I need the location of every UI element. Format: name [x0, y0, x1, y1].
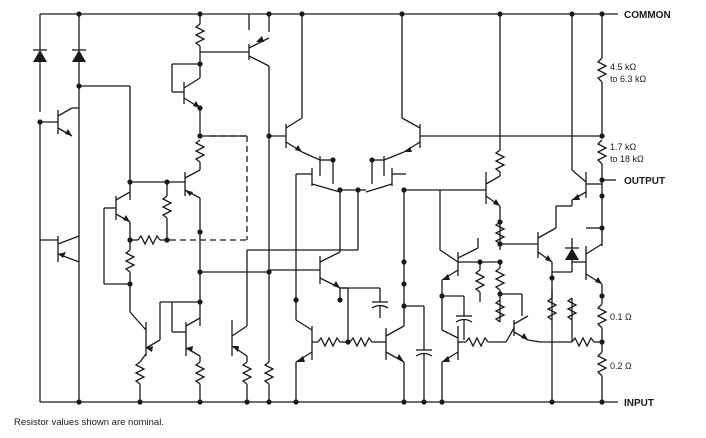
- label-r-mid-range: to 18 kΩ: [610, 154, 644, 164]
- label-r-top-range: to 6.3 kΩ: [610, 74, 647, 84]
- resistor-r3: [161, 182, 173, 243]
- transistor-q1: [57, 107, 79, 137]
- transistor-output-power: [572, 196, 605, 299]
- label-r-sense2: 0.2 Ω: [610, 361, 632, 371]
- transistor-q-center: [269, 190, 349, 342]
- capacitor-c2: [415, 306, 433, 405]
- capacitor-c1: [340, 287, 389, 318]
- transistor-q5: [127, 169, 203, 275]
- resistor-r4: [124, 234, 170, 312]
- label-r-sense1: 0.1 Ω: [610, 312, 632, 322]
- resistor-top-1: [194, 11, 206, 67]
- resistor-r-mid-stack: [458, 259, 503, 302]
- resistor-r2: [194, 108, 247, 170]
- transistor-output-top: [556, 11, 602, 207]
- transistor-output-sense: [505, 294, 605, 348]
- transistor-diff-right: [383, 11, 602, 161]
- resistor-chain-right: [596, 11, 616, 405]
- left-zener-stack: [33, 14, 58, 402]
- transistor-q8: [171, 272, 206, 405]
- footnote: Resistor values shown are nominal.: [14, 417, 164, 428]
- mirror-pair: [295, 156, 406, 300]
- transistor-output-mid: [537, 206, 558, 405]
- label-r-mid: 1.7 kΩ: [610, 142, 637, 152]
- transistor-q-bottom-mid: [385, 187, 440, 405]
- label-r-top: 4.5 kΩ: [610, 62, 637, 72]
- label-output: OUTPUT: [624, 176, 665, 187]
- transistor-diff-left: [269, 11, 321, 161]
- zener-output: [552, 238, 579, 342]
- transistor-q-mid-right: [439, 190, 506, 405]
- label-common: COMMON: [624, 10, 671, 21]
- transistor-q4: [200, 11, 272, 270]
- junction-dots: [197, 133, 343, 303]
- transistor-q6: [103, 182, 133, 285]
- transistor-output-driver: [440, 11, 538, 323]
- dashed-optional-link: [170, 135, 248, 241]
- transistor-q-bottom-left: [293, 297, 386, 405]
- transistor-q3: [171, 63, 203, 111]
- transistor-q9: [200, 190, 359, 405]
- transistor-q2: [40, 235, 80, 263]
- zener-diode-2: [72, 11, 131, 405]
- transistor-q7: [129, 301, 200, 405]
- label-input: INPUT: [624, 398, 654, 409]
